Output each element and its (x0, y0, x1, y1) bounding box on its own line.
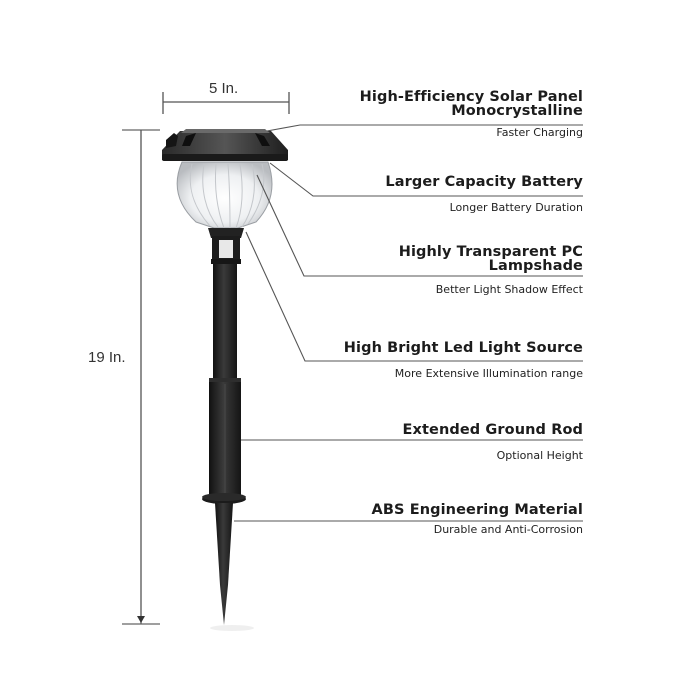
feature-battery-subtitle: Longer Battery Duration (449, 201, 583, 214)
feature-material-subtitle: Durable and Anti-Corrosion (433, 523, 583, 536)
lamp (162, 129, 288, 631)
feature-lampshade-title: Highly Transparent PC Lampshade (398, 244, 583, 274)
feature-ground-rod-title: Extended Ground Rod (402, 422, 583, 438)
feature-led-subtitle: More Extensive Illumination range (394, 367, 583, 380)
height-dimension (122, 129, 160, 625)
feature-material-title: ABS Engineering Material (371, 502, 583, 518)
feature-solar-panel-title: High-Efficiency Solar Panel Monocrystall… (359, 89, 583, 119)
feature-lampshade-subtitle: Better Light Shadow Effect (435, 283, 583, 296)
width-dimension (162, 92, 290, 114)
feature-led-title: High Bright Led Light Source (343, 340, 583, 356)
feature-title-line: Highly Transparent PC (398, 244, 583, 260)
feature-title-line: Monocrystalline (451, 103, 583, 119)
feature-solar-panel-subtitle: Faster Charging (496, 126, 583, 139)
feature-battery-title: Larger Capacity Battery (385, 174, 583, 190)
callout-lines (234, 124, 583, 522)
width-label: 5 In. (209, 80, 239, 97)
feature-title-line: High-Efficiency Solar Panel (359, 89, 583, 105)
feature-ground-rod-subtitle: Optional Height (496, 449, 583, 462)
feature-title-line: Lampshade (488, 258, 583, 274)
height-label: 19 In. (88, 349, 126, 366)
